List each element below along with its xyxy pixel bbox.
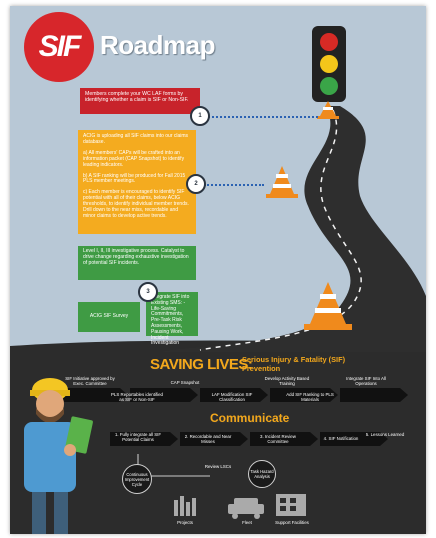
timeline-item: CAP Snapshot (170, 380, 200, 385)
step2-para1: ACIG is uploading all SIF claims into ou… (83, 133, 189, 145)
road-centerline (199, 109, 362, 351)
step2-connector (204, 184, 264, 186)
step1-text: Members complete your WC LAF forms by id… (85, 91, 189, 104)
sif-roadmap-poster: SIF Roadmap Members complete your WC LAF… (10, 6, 426, 534)
survey-label: ACIG SIF Survey (89, 313, 129, 320)
step1-badge: 1 (190, 106, 210, 126)
step1-connector (208, 116, 318, 118)
cone-icon (317, 101, 339, 119)
green-light (320, 77, 338, 95)
yellow-light (320, 55, 338, 73)
worker-illustration (24, 378, 93, 534)
continuous-improvement-node: Continuous Improvement Cycle (122, 464, 152, 494)
logo-text: SIF (38, 30, 82, 63)
communicate-step: 4. SIF Notification (323, 436, 359, 441)
page-title: Roadmap (100, 30, 215, 60)
timeline-item: Add SIF Ranking to PLS Materials (286, 392, 334, 402)
communicate-step: 1. Fully integrate all SIF Potential Cla… (114, 432, 162, 442)
step3-text: Level I, II, III investigative process. … (83, 248, 189, 266)
fleet-icon (228, 498, 264, 519)
task-hazard-node: Task Hazard Analysis (248, 460, 276, 488)
step2-box: ACIG is uploading all SIF claims into ou… (78, 130, 196, 234)
step2-para2: a) All members' CAPs will be crafted int… (83, 149, 185, 168)
communicate-step: 5. Lessons Learned (365, 432, 405, 437)
step2-para3: b) A SIF ranking will be produced for Fa… (83, 172, 186, 185)
timeline-arrows (60, 388, 408, 402)
timeline-item: Integrate SIF Into All Operations (346, 376, 386, 386)
integrate-text: Integrate SIF into Existing SMS: - Life-… (151, 294, 190, 347)
building-icon (276, 494, 306, 516)
communicate-step: 3. Incident Review Committee (260, 434, 296, 444)
projects-label: Projects (177, 520, 193, 525)
communicate-arrows (110, 432, 388, 446)
timeline-item: LAF Modification SIF Classification (211, 392, 253, 402)
road-scene (10, 26, 426, 534)
road (160, 106, 426, 352)
step3-badge: 3 (138, 282, 158, 302)
sif-logo: SIF (24, 12, 94, 82)
timeline-item: SIF Initiative approved by Exec. Committ… (65, 376, 115, 386)
fleet-label: Fleet (242, 520, 252, 525)
step2-badge: 2 (186, 174, 206, 194)
timeline-item: Develop Activity Based Training (264, 376, 310, 386)
step1-box: Members complete your WC LAF forms by id… (80, 88, 200, 114)
support-facilities-label: Support Facilities (275, 520, 309, 525)
timeline-item: PLS Reportables identified as SIF or Non… (111, 392, 163, 402)
projects-icon (174, 496, 196, 516)
saving-lives-subtitle: Serious Injury & Fatality (SIF) Preventi… (242, 355, 346, 373)
saving-lives-title: SAVING LIVES: (150, 356, 253, 373)
communicate-title: Communicate (210, 411, 290, 425)
cone-icon (266, 166, 298, 198)
step3-box: Level I, II, III investigative process. … (78, 246, 196, 280)
review-lscs-label: Review LSCs (204, 464, 232, 469)
red-light (320, 33, 338, 51)
step2-para4: c) Each member is encouraged to identify… (83, 189, 189, 219)
cone-icon (304, 282, 352, 330)
survey-box: ACIG SIF Survey (78, 302, 140, 332)
communicate-step: 2. Recordable and Near Misses (184, 434, 232, 444)
